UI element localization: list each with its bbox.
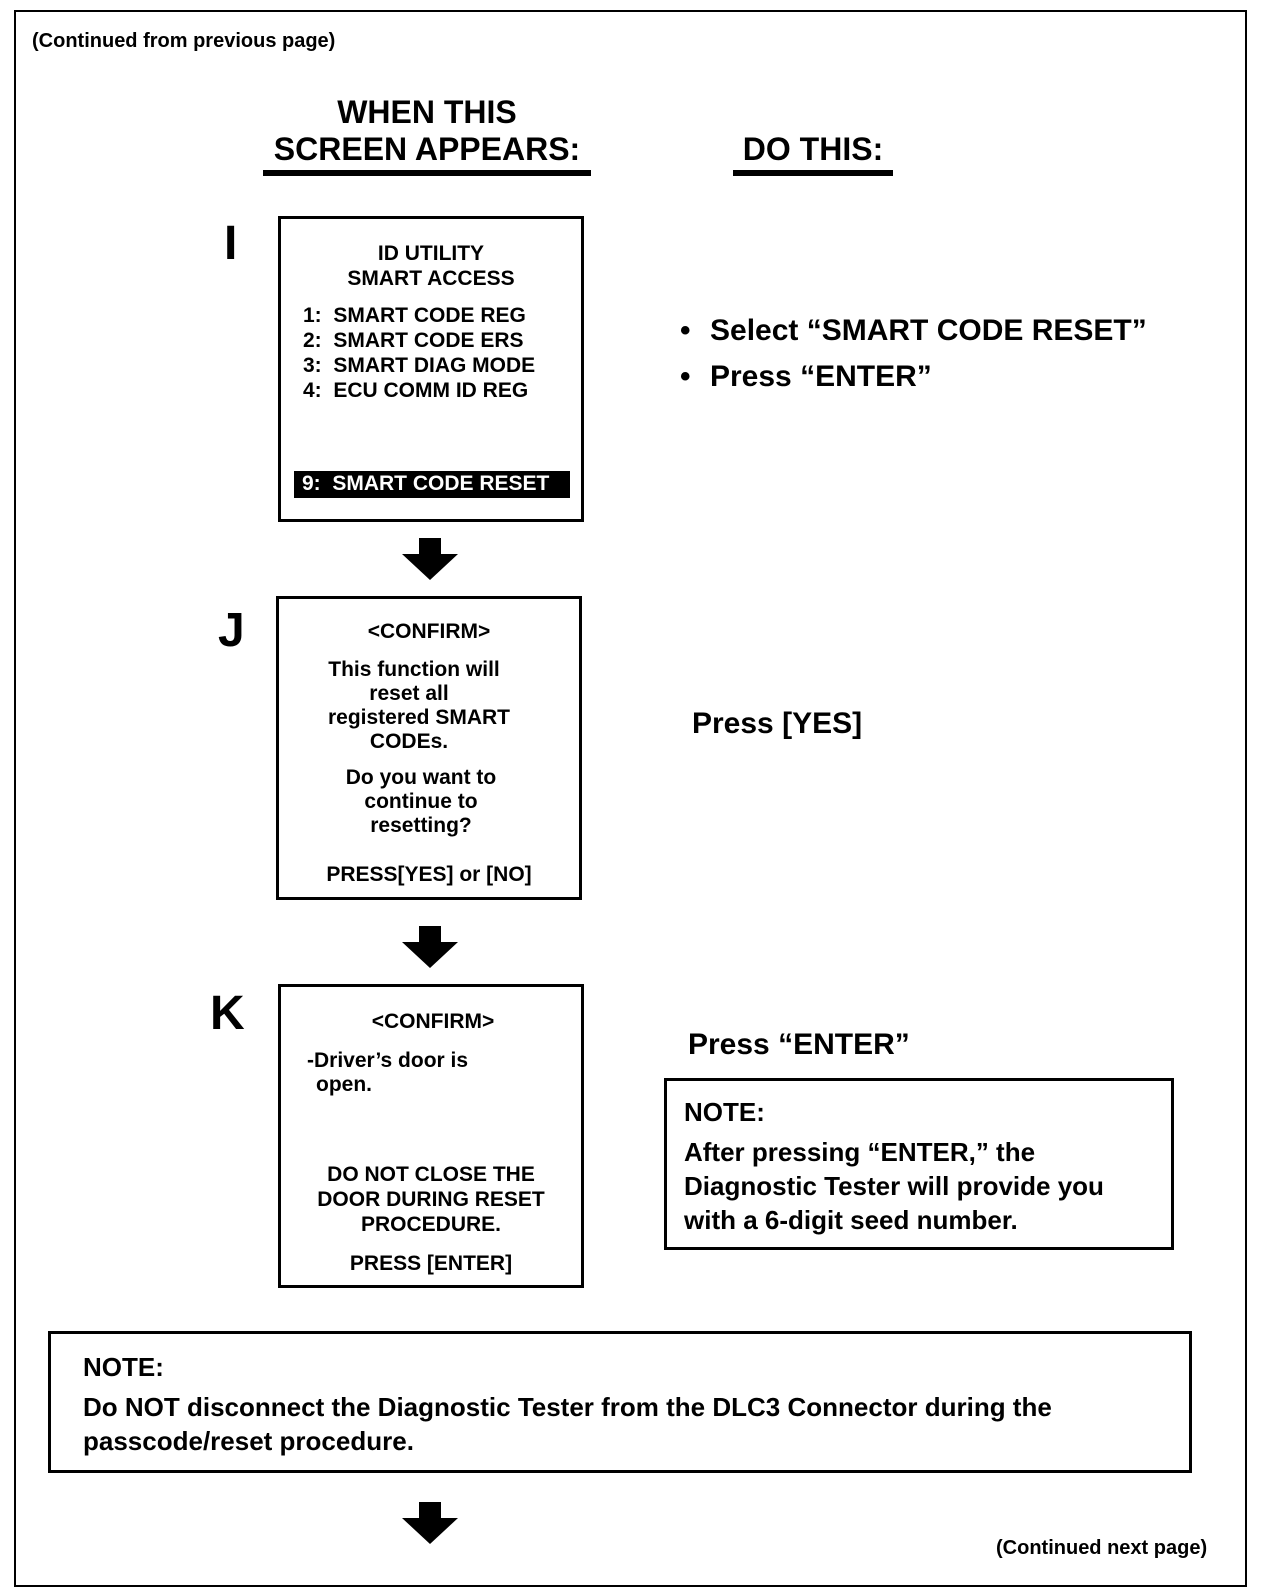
screen-j-question-line2: continue to: [364, 790, 478, 813]
step-letter-i: I: [224, 217, 238, 270]
continued-next-label: (Continued next page): [996, 1537, 1208, 1559]
screen-j-text-line2: reset all: [369, 682, 449, 705]
header-screen-line1: WHEN THIS: [337, 94, 517, 130]
screen-i-menu-item-2: 2: SMART CODE ERS: [303, 329, 524, 352]
screen-j-title: <CONFIRM>: [367, 620, 491, 643]
screen-i: ID UTILITY SMART ACCESS 1: SMART CODE RE…: [278, 216, 584, 522]
note-seed-line1: After pressing “ENTER,” the: [684, 1137, 1036, 1167]
screen-i-title1: ID UTILITY: [377, 242, 485, 265]
screen-i-menu-item-4: 4: ECU COMM ID REG: [303, 379, 529, 402]
step-letter-k: K: [210, 987, 245, 1040]
screen-i-menu-item-3: 3: SMART DIAG MODE: [303, 354, 536, 377]
screen-j: <CONFIRM> This function will reset all r…: [276, 596, 582, 900]
note-seed-title: NOTE:: [684, 1097, 765, 1127]
page-frame: [14, 10, 1247, 1587]
screen-i-title2: SMART ACCESS: [347, 267, 515, 290]
note-main-line2: passcode/reset procedure.: [83, 1426, 414, 1456]
header-screen-underline: [263, 170, 591, 176]
step-i-instruction-2: •Press “ENTER”: [680, 360, 932, 393]
continued-from-label: (Continued from previous page): [32, 30, 336, 52]
screen-k-warning-line1: DO NOT CLOSE THE: [327, 1163, 535, 1186]
screen-k-prompt: PRESS [ENTER]: [349, 1252, 513, 1275]
note-main-line1: Do NOT disconnect the Diagnostic Tester …: [83, 1392, 1052, 1422]
screen-k-warning-line2: DOOR DURING RESET: [317, 1188, 545, 1211]
step-k-instruction: Press “ENTER”: [688, 1028, 910, 1061]
note-box-seed: NOTE: After pressing “ENTER,” the Diagno…: [664, 1078, 1174, 1250]
header-do-underline: [733, 170, 893, 176]
note-seed-line3: with a 6-digit seed number.: [684, 1205, 1018, 1235]
screen-j-prompt: PRESS[YES] or [NO]: [326, 863, 532, 886]
bullet-icon: •: [680, 314, 691, 347]
screen-j-text-line1: This function will: [328, 658, 500, 681]
screen-k-line2: open.: [316, 1073, 372, 1096]
screen-k-title: <CONFIRM>: [371, 1010, 495, 1033]
step-i-instruction-1: •Select “SMART CODE RESET”: [680, 314, 1147, 347]
screen-k: <CONFIRM> -Driver’s door is open. DO NOT…: [278, 984, 584, 1288]
step-j-instruction: Press [YES]: [692, 707, 863, 740]
step-letter-j: J: [218, 604, 245, 657]
down-arrow-icon: [402, 1502, 458, 1544]
note-box-main: NOTE: Do NOT disconnect the Diagnostic T…: [48, 1331, 1192, 1473]
header-screen-line2: SCREEN APPEARS:: [273, 131, 581, 167]
note-seed-line2: Diagnostic Tester will provide you: [684, 1171, 1104, 1201]
header-when-screen-appears: WHEN THIS SCREEN APPEARS:: [265, 94, 589, 168]
screen-j-question-line1: Do you want to: [345, 766, 497, 789]
screen-j-text-line3: registered SMART: [327, 706, 511, 729]
screen-i-menu-item-1: 1: SMART CODE REG: [303, 304, 526, 327]
screen-k-warning-line3: PROCEDURE.: [360, 1213, 502, 1236]
note-main-title: NOTE:: [83, 1352, 164, 1382]
screen-k-line1: -Driver’s door is: [307, 1049, 469, 1072]
down-arrow-icon: [402, 538, 458, 580]
screen-j-text-line4: CODEs.: [369, 730, 449, 753]
bullet-icon: •: [680, 360, 691, 393]
header-do-this: DO THIS:: [742, 131, 884, 167]
screen-j-question-line3: resetting?: [370, 814, 472, 837]
screen-i-highlighted-item: 9: SMART CODE RESET: [294, 471, 570, 498]
down-arrow-icon: [402, 926, 458, 968]
